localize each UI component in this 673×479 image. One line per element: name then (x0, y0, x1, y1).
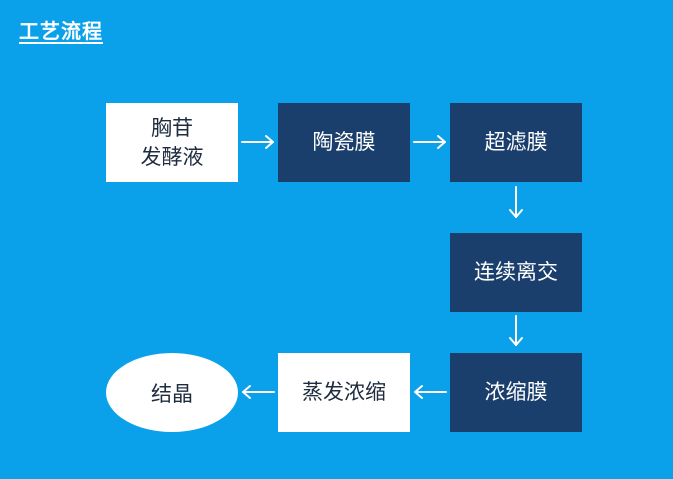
node-evaporation-concentration: 蒸发浓缩 (278, 353, 410, 432)
edge-arrow-ultrafiltration-to-ion-exchange (509, 186, 523, 218)
edge-arrow-ceramic-to-ultrafiltration (413, 135, 446, 149)
node-concentration-membrane: 浓缩膜 (450, 353, 582, 432)
node-fermentation-broth: 胸苷 发酵液 (106, 103, 238, 182)
node-crystallization: 结晶 (106, 353, 238, 432)
edge-arrow-evaporation-to-crystallization (242, 385, 275, 399)
edge-arrow-broth-to-ceramic (241, 135, 274, 149)
page-title: 工艺流程 (19, 19, 103, 43)
edge-arrow-concentration-membrane-to-evaporation (414, 385, 447, 399)
node-continuous-ion-exchange: 连续离交 (450, 233, 582, 312)
node-ceramic-membrane: 陶瓷膜 (278, 103, 410, 182)
node-ultrafiltration-membrane: 超滤膜 (450, 103, 582, 182)
edge-arrow-ion-exchange-to-concentration-membrane (509, 315, 523, 346)
